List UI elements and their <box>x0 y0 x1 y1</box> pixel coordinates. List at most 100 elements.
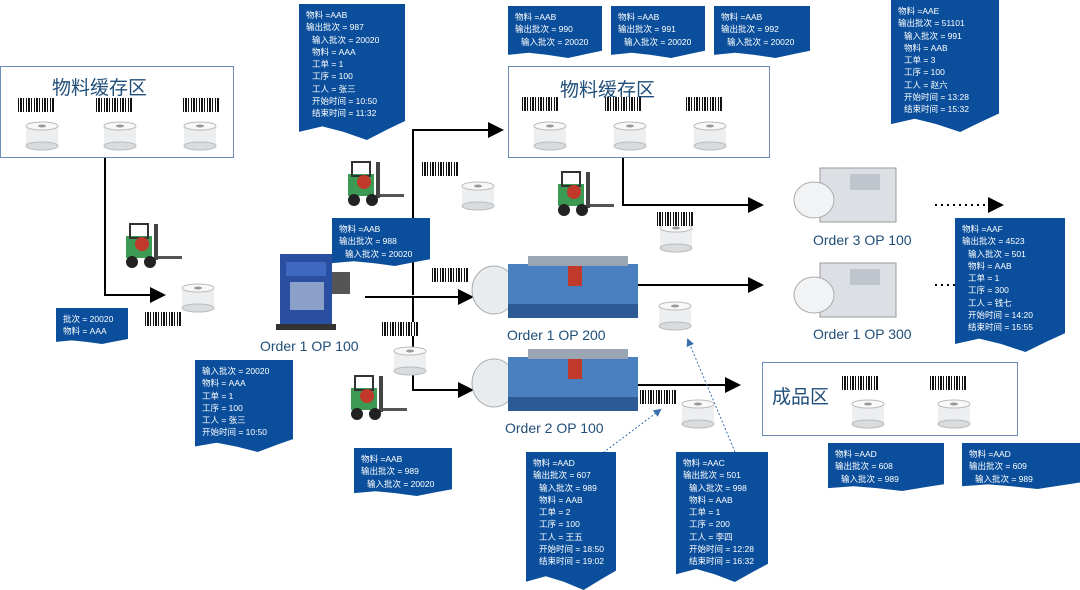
note-line: 工序 = 100 <box>904 67 945 78</box>
finished-area-title: 成品区 <box>772 386 830 408</box>
press-machine-icon <box>276 254 350 330</box>
note-line: 输入批次 = 20020 <box>521 36 589 47</box>
film-roll-icon <box>681 399 715 429</box>
note-line: 物料 = AAB <box>904 42 948 53</box>
note-line: 工序 = 100 <box>312 71 353 82</box>
forklift-icon <box>126 223 182 268</box>
note-line: 输入批次 = 20020 <box>624 36 692 47</box>
note-line: 工序 = 300 <box>968 285 1009 296</box>
barcode-icon <box>842 376 878 390</box>
note-line: 输出批次 = 988 <box>339 236 397 247</box>
note-line: 物料 = AAB <box>689 494 733 505</box>
note-line: 开始时间 = 18:50 <box>539 544 604 555</box>
note-line: 结束时间 = 15:32 <box>904 104 969 115</box>
film-roll-icon <box>533 121 567 151</box>
note-line: 物料 = AAA <box>63 326 107 337</box>
note-line: 输入批次 = 989 <box>539 482 597 493</box>
note-line: 输入批次 = 989 <box>841 473 899 484</box>
note-line: 批次 = 20020 <box>63 314 114 324</box>
info-note: 批次 = 20020 物料 = AAA <box>56 308 128 344</box>
forklift-icon <box>348 161 404 206</box>
note-line: 物料 =AAB <box>339 224 381 234</box>
note-line: 工单 = 2 <box>539 507 571 518</box>
note-line: 结束时间 = 16:32 <box>689 556 754 567</box>
barcode-icon <box>605 97 641 111</box>
note-line: 物料 =AAD <box>835 449 877 459</box>
barcode-icon <box>686 97 722 111</box>
note-line: 开始时间 = 13:28 <box>904 92 969 103</box>
note-line: 输出批次 = 607 <box>533 470 591 481</box>
note-line: 输入批次 = 998 <box>689 482 747 493</box>
note-line: 输出批次 = 987 <box>306 22 364 33</box>
note-line: 输出批次 = 608 <box>835 461 893 472</box>
machine-label-order3: Order 3 OP 100 <box>813 232 912 248</box>
barcode-icon <box>382 322 418 336</box>
note-line: 输入批次 = 20020 <box>367 478 435 489</box>
film-roll-icon <box>183 121 217 151</box>
note-line: 物料 =AAB <box>721 12 763 22</box>
buffer-area-left-title: 物料缓存区 <box>52 77 148 99</box>
note-line: 结束时间 = 15:55 <box>968 322 1033 333</box>
film-roll-icon <box>181 283 215 313</box>
slitter-machine-icon <box>793 262 897 318</box>
machine-label-order2: Order 2 OP 100 <box>505 420 604 436</box>
note-line: 工序 = 100 <box>202 402 243 413</box>
note-line: 输出批次 = 991 <box>618 24 676 35</box>
note-line: 物料 =AAB <box>618 12 660 22</box>
note-line: 物料 =AAB <box>515 12 557 22</box>
note-line: 工人 = 李四 <box>689 531 733 542</box>
note-line: 开始时间 = 10:50 <box>312 96 377 107</box>
forklift-icon <box>558 171 614 216</box>
note-line: 输入批次 = 20020 <box>345 248 413 259</box>
note-line: 物料 = AAB <box>539 494 583 505</box>
note-line: 输入批次 = 20020 <box>202 366 270 376</box>
film-roll-icon <box>659 223 693 253</box>
barcode-icon <box>18 98 54 112</box>
printing-machine-icon <box>471 256 638 318</box>
note-line: 开始时间 = 12:28 <box>689 544 754 555</box>
barcode-icon <box>96 98 132 112</box>
note-line: 工序 = 100 <box>539 519 580 530</box>
note-line: 物料 =AAB <box>361 454 403 464</box>
note-line: 物料 =AAB <box>306 10 348 20</box>
note-line: 结束时间 = 19:02 <box>539 556 604 567</box>
link-note-1 <box>599 408 662 456</box>
film-roll-icon <box>103 121 137 151</box>
barcode-icon <box>657 212 693 226</box>
note-line: 物料 =AAD <box>969 449 1011 459</box>
note-line: 输出批次 = 4523 <box>962 236 1025 247</box>
machine-label-op200: Order 1 OP 200 <box>507 327 606 343</box>
barcode-icon <box>930 376 966 390</box>
note-line: 输出批次 = 501 <box>683 470 741 481</box>
note-line: 物料 =AAE <box>898 6 940 16</box>
note-line: 工单 = 3 <box>904 55 936 66</box>
note-line: 输出批次 = 609 <box>969 461 1027 472</box>
note-line: 物料 =AAF <box>962 224 1003 234</box>
film-roll-icon <box>461 181 495 211</box>
link-note-2 <box>686 338 736 453</box>
note-line: 物料 =AAD <box>533 458 575 468</box>
barcode-icon <box>432 268 468 282</box>
note-line: 工人 = 张三 <box>312 83 356 94</box>
finished-area <box>762 362 1018 436</box>
note-line: 输入批次 = 20020 <box>312 34 380 45</box>
machine-label-op100: Order 1 OP 100 <box>260 338 359 354</box>
note-line: 工单 = 1 <box>968 273 1000 284</box>
printing-machine-icon <box>471 349 638 411</box>
film-roll-icon <box>613 121 647 151</box>
note-line: 工单 = 1 <box>689 507 721 518</box>
note-line: 物料 = AAA <box>202 378 246 389</box>
film-roll-icon <box>658 301 692 331</box>
